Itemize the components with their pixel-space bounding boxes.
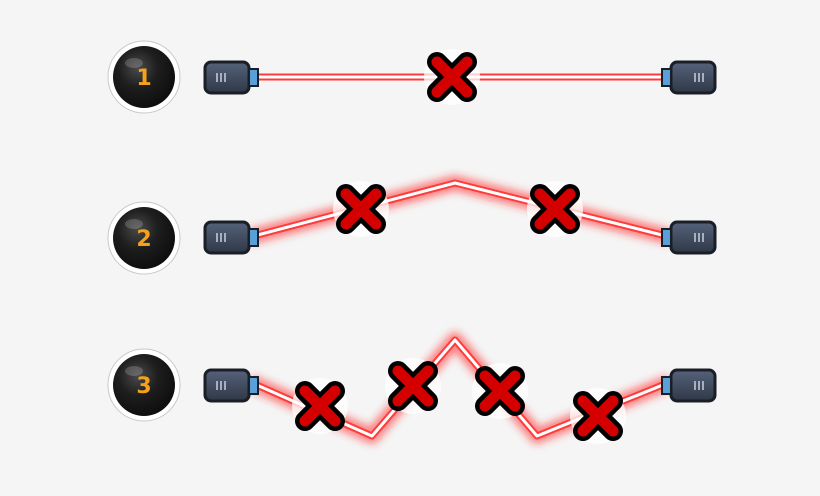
laser-emitter-icon [203,60,259,95]
level-3-badge: 3 [107,348,181,422]
level-2-badge: 2 [107,201,181,275]
blocked-cross-icon[interactable] [333,181,389,237]
level-3-row: 3 [107,332,717,444]
level-3-number: 3 [136,374,151,399]
blocked-cross-icon[interactable] [472,363,528,419]
level-1-badge: 1 [107,40,181,114]
level-2-row: 2 [107,175,717,275]
level-2-number: 2 [136,227,151,252]
blocked-cross-icon[interactable] [424,49,480,105]
blocked-cross-icon[interactable] [292,378,348,434]
level-1-number: 1 [136,66,151,91]
laser-emitter-icon [203,368,259,403]
laser-emitter-icon [203,220,259,255]
laser-receiver-icon [661,368,717,403]
level-2-laser-beam [247,175,672,245]
laser-receiver-icon [661,60,717,95]
blocked-cross-icon[interactable] [527,181,583,237]
laser-receiver-icon [661,220,717,255]
blocked-cross-icon[interactable] [570,388,626,444]
level-1-row: 1 [107,40,717,114]
blocked-cross-icon[interactable] [385,358,441,414]
